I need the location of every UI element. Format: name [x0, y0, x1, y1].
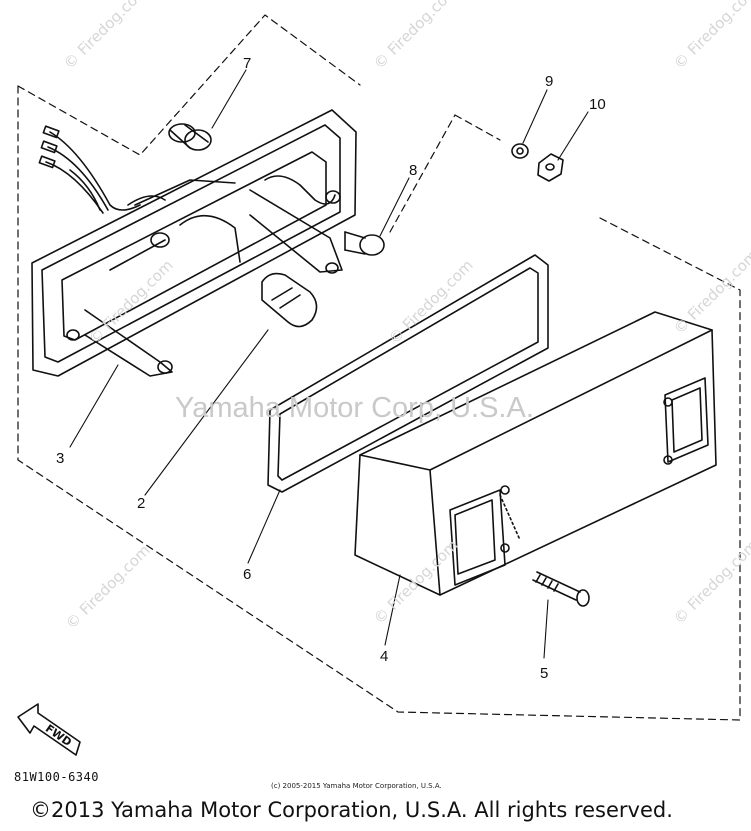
- diagram-code: 81W100-6340: [14, 770, 99, 784]
- gasket: [267, 254, 549, 493]
- callout-3: 3: [56, 450, 65, 467]
- nut: [537, 153, 564, 182]
- spacer: [344, 231, 385, 256]
- callout-10: 10: [589, 96, 606, 113]
- callout-4: 4: [380, 648, 389, 665]
- washer: [511, 143, 529, 159]
- small-copyright: (c) 2005-2015 Yamaha Motor Corporation, …: [271, 782, 442, 790]
- callout-6: 6: [243, 566, 252, 583]
- wiring-harness: [38, 125, 166, 214]
- lens: [354, 311, 717, 596]
- grommet: [168, 123, 212, 151]
- callout-8: 8: [409, 162, 418, 179]
- callout-2: 2: [137, 495, 146, 512]
- copyright-notice: ©2013 Yamaha Motor Corporation, U.S.A. A…: [30, 798, 673, 822]
- bulb: [261, 272, 318, 328]
- fwd-arrow: [17, 703, 81, 756]
- callout-5: 5: [540, 665, 549, 682]
- leader-lines: [69, 69, 589, 659]
- screw: [532, 571, 590, 607]
- lamp-housing: [31, 109, 357, 377]
- callout-9: 9: [545, 73, 554, 90]
- assembly-boundary: [17, 14, 741, 721]
- watermark-center: Yamaha Motor Corp, U.S.A.: [175, 392, 534, 424]
- callout-7: 7: [243, 55, 252, 72]
